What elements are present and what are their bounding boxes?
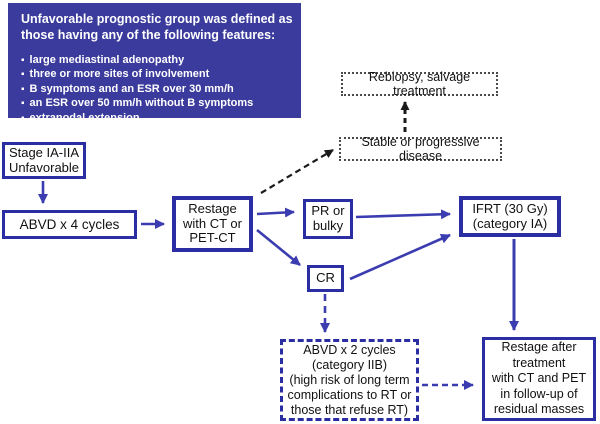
node-cr: CR (307, 265, 344, 292)
feature-item: an ESR over 50 mm/h without B symptoms (21, 96, 297, 111)
node-abvd-4-cycles: ABVD x 4 cycles (2, 210, 137, 239)
bullet-icon (21, 97, 30, 109)
feature-item: B symptoms and an ESR over 30 mm/h (21, 82, 297, 97)
node-stage-ia-iia: Stage IA-IIA Unfavorable (2, 142, 86, 179)
node-abvd-2-cycles: ABVD x 2 cycles (category IIB) (high ris… (280, 339, 419, 421)
unfavorable-definition-panel: Unfavorable prognostic group was defined… (8, 3, 301, 124)
arrow-pr-to-ifrt (355, 209, 451, 220)
feature-item: three or more sites of involvement (21, 67, 297, 82)
feature-item: large mediastinal adenopathy (21, 53, 297, 68)
node-stable-progressive: Stable or progressive disease (339, 135, 502, 163)
node-ifrt-30gy: IFRT (30 Gy) (category IA) (459, 196, 561, 237)
bullet-icon (21, 54, 30, 66)
bullet-icon (21, 112, 30, 124)
feature-item: extranodal extension (21, 111, 297, 126)
bullet-icon (21, 68, 30, 80)
node-restage-ct-petct: Restage with CT or PET-CT (172, 196, 253, 252)
arrow-restage-to-pr (256, 207, 295, 218)
arrow-restage-to-stable-dashed (260, 149, 334, 194)
arrow-cr-to-ifrt (349, 233, 451, 281)
feature-list: large mediastinal adenopathy three or mo… (8, 53, 301, 126)
node-pr-or-bulky: PR or bulky (303, 199, 353, 239)
definition-title: Unfavorable prognostic group was defined… (21, 12, 293, 43)
bullet-icon (21, 83, 30, 95)
node-restage-after-treatment: Restage after treatment with CT and PET … (482, 337, 596, 421)
arrow-restage-to-cr (256, 228, 301, 267)
node-rebiopsy-salvage: Rebiopsy, salvage treatment (341, 70, 498, 98)
